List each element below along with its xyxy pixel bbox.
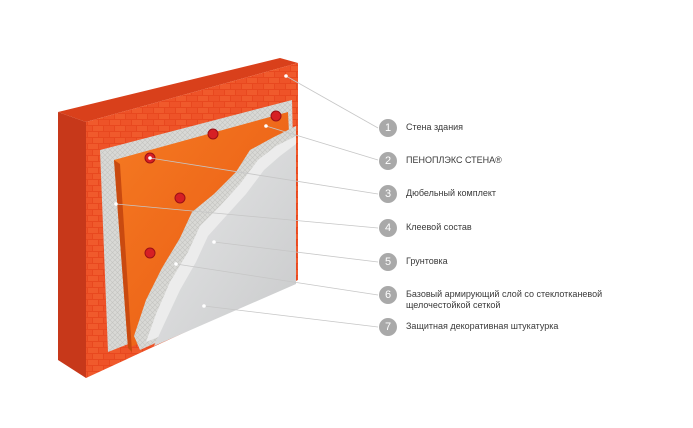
decorative-plaster-layer	[154, 144, 296, 346]
legend-item-5: 5 Грунтовка	[379, 253, 621, 271]
leader-line	[149, 157, 379, 195]
leader-lines	[115, 75, 379, 328]
legend-item-6: 6 Базовый армирующий слой со стеклоткане…	[379, 286, 621, 311]
leader-line	[175, 263, 379, 296]
legend-item-1: 1 Стена здания	[379, 119, 621, 137]
legend-label: Защитная декоративная штукатурка	[406, 321, 559, 331]
legend-item-4: 4 Клеевой состав	[379, 219, 621, 237]
legend-number-badge: 5	[379, 253, 397, 271]
legend-label: Клеевой состав	[406, 222, 472, 232]
legend-number-badge: 1	[379, 119, 397, 137]
dowel	[174, 192, 186, 204]
leader-line	[285, 75, 379, 129]
legend-item-2: 2 ПЕНОПЛЭКС СТЕНА®	[379, 152, 621, 170]
legend-number-badge: 4	[379, 219, 397, 237]
legend-number-badge: 3	[379, 185, 397, 203]
brick-wall-side	[58, 112, 86, 378]
leader-line	[265, 125, 379, 161]
leader-dot	[114, 202, 118, 206]
dowels	[144, 110, 282, 259]
leader-dots	[114, 74, 288, 308]
legend-label: Базовый армирующий слой со стеклотканево…	[406, 289, 603, 310]
dowel	[144, 247, 156, 259]
leader-line	[115, 203, 379, 229]
legend-item-3: 3 Дюбельный комплект	[379, 185, 621, 203]
leader-dot	[148, 156, 152, 160]
foam-board-edge	[114, 160, 132, 352]
leader-dot	[284, 74, 288, 78]
leader-dot	[174, 262, 178, 266]
leader-dot	[212, 240, 216, 244]
brick-wall-top	[58, 58, 298, 122]
leader-dot	[202, 304, 206, 308]
legend-label: Стена здания	[406, 122, 464, 132]
leader-line	[203, 305, 379, 328]
legend-label: ПЕНОПЛЭКС СТЕНА®	[406, 155, 502, 165]
legend-label: Грунтовка	[406, 256, 448, 266]
legend-label: Дюбельный комплект	[406, 188, 497, 198]
dowel	[270, 110, 282, 122]
legend-number-badge: 2	[379, 152, 397, 170]
legend-number-badge: 6	[379, 286, 397, 304]
dowel	[207, 128, 219, 140]
leader-line	[213, 241, 379, 263]
legend-item-7: 7 Защитная декоративная штукатурка	[379, 318, 621, 336]
legend-number-badge: 7	[379, 318, 397, 336]
leader-dot	[264, 124, 268, 128]
